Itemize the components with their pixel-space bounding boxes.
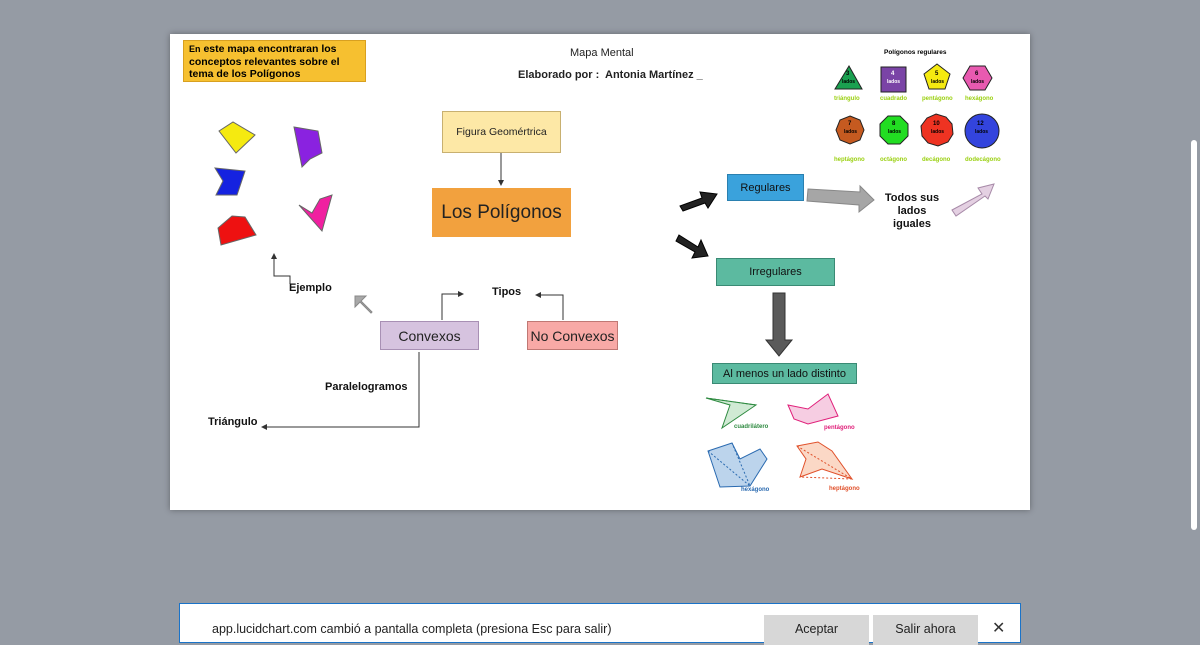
example-label: Ejemplo [289,282,332,294]
yellow-polygon [218,121,256,154]
pentagon-label: pentágono [824,425,855,431]
dodecagon-name: dodecágono [965,157,1001,163]
triangle-label: Triángulo [208,416,258,428]
heptagon-shape [835,115,865,145]
nonconvex-node[interactable]: No Convexos [527,321,618,350]
intro-text: este mapa encontraran los conceptos rele… [189,43,340,80]
octagon-shape [879,115,909,145]
purple-polygon [293,126,323,169]
hexagon-count: 6 [975,71,979,77]
example-connector[interactable] [271,253,291,284]
square-count: 4 [891,71,895,77]
irregular-heptagon [796,441,854,480]
hexagon-name: hexágono [965,96,994,102]
map-title: Mapa Mental [570,47,634,59]
red-polygon [217,215,257,246]
example-polygons [214,121,333,246]
one-side-different-node[interactable]: Al menos un lado distinto [712,363,857,384]
irregular-hexagon [707,442,768,488]
author-label: Elaborado por : [518,69,600,81]
close-icon[interactable]: ✕ [992,620,1006,637]
black-arrow-to-irregular[interactable] [675,234,709,259]
heptagon-name: heptágono [834,157,865,163]
hexagon-label: hexágono [741,487,770,493]
fullscreen-notification: app.lucidchart.com cambió a pantalla com… [179,603,1021,645]
polygons-node[interactable]: Los Polígonos [432,188,571,237]
author-name: Antonia Martínez _ [605,69,703,81]
all-sides-label: Todos sus lados iguales [884,192,940,230]
decagon-shape [920,113,954,147]
dodecagon-shape [964,113,1000,149]
pink-arrow[interactable] [951,183,995,217]
notification-text: app.lucidchart.com cambió a pantalla com… [212,622,612,636]
blue-polygon [214,167,246,196]
heptagon-label: heptágono [829,486,860,492]
exit-now-button[interactable]: Salir ahora [873,615,978,645]
octagon-sides-word: lados [888,129,902,135]
triangle-name: triángulo [834,96,860,102]
grey-arrow-down[interactable] [764,292,794,357]
square-sides-word: lados [887,79,901,85]
triangle-shape [834,65,863,90]
quadrilateral-label: cuadrilátero [734,424,769,430]
regular-polygons-panel: Polígonos regulares 3 lados 4 lados 5 la… [830,44,1010,174]
decagon-sides-word: lados [931,129,945,135]
convex-triangle-connector[interactable] [261,352,420,430]
accept-button[interactable]: Aceptar [764,615,869,645]
square-name: cuadrado [880,96,908,102]
mind-map-canvas: En este mapa encontraran los conceptos r… [170,34,1030,510]
hexagon-sides-word: lados [971,79,985,85]
pentagon-name: pentágono [922,96,953,102]
pentagon-count: 5 [935,71,939,77]
regular-node[interactable]: Regulares [727,174,804,201]
figure-node[interactable]: Figura Geomértrica [442,111,561,153]
triangle-sides-word: lados [842,79,856,85]
dodecagon-count: 12 [977,121,984,127]
parallelogram-label: Paralelogramos [325,381,408,393]
heptagon-count: 7 [848,121,852,127]
connectors-layer [261,153,995,430]
nonconvex-types-connector[interactable] [535,292,564,320]
grey-arrow-to-example[interactable] [354,295,373,314]
page-scrollbar[interactable] [1191,140,1197,530]
decagon-count: 10 [933,121,940,127]
convex-node[interactable]: Convexos [380,321,479,350]
irregular-examples [705,393,854,488]
dodecagon-sides-word: lados [975,129,989,135]
triangle-count: 3 [846,71,850,77]
convex-types-connector[interactable] [441,291,464,320]
decagon-name: decágono [922,157,951,163]
octagon-name: octágono [880,157,907,163]
grey-arrow-regular-to-sides[interactable] [806,184,875,214]
intro-note: En este mapa encontraran los conceptos r… [183,40,366,82]
regular-polygons-shapes [834,63,1000,149]
irregular-node[interactable]: Irregulares [716,258,835,286]
octagon-count: 8 [892,121,896,127]
pentagon-sides-word: lados [931,79,945,85]
intro-prefix: En [189,44,201,54]
regular-polygons-title: Polígonos regulares [884,49,947,56]
pink-polygon [298,194,333,233]
irregular-pentagon [787,393,839,425]
heptagon-sides-word: lados [844,129,858,135]
types-label: Tipos [492,286,522,298]
hexagon-shape [962,65,993,91]
square-shape [880,66,907,93]
black-arrow-to-regular[interactable] [679,191,718,212]
pentagon-shape [923,63,951,90]
